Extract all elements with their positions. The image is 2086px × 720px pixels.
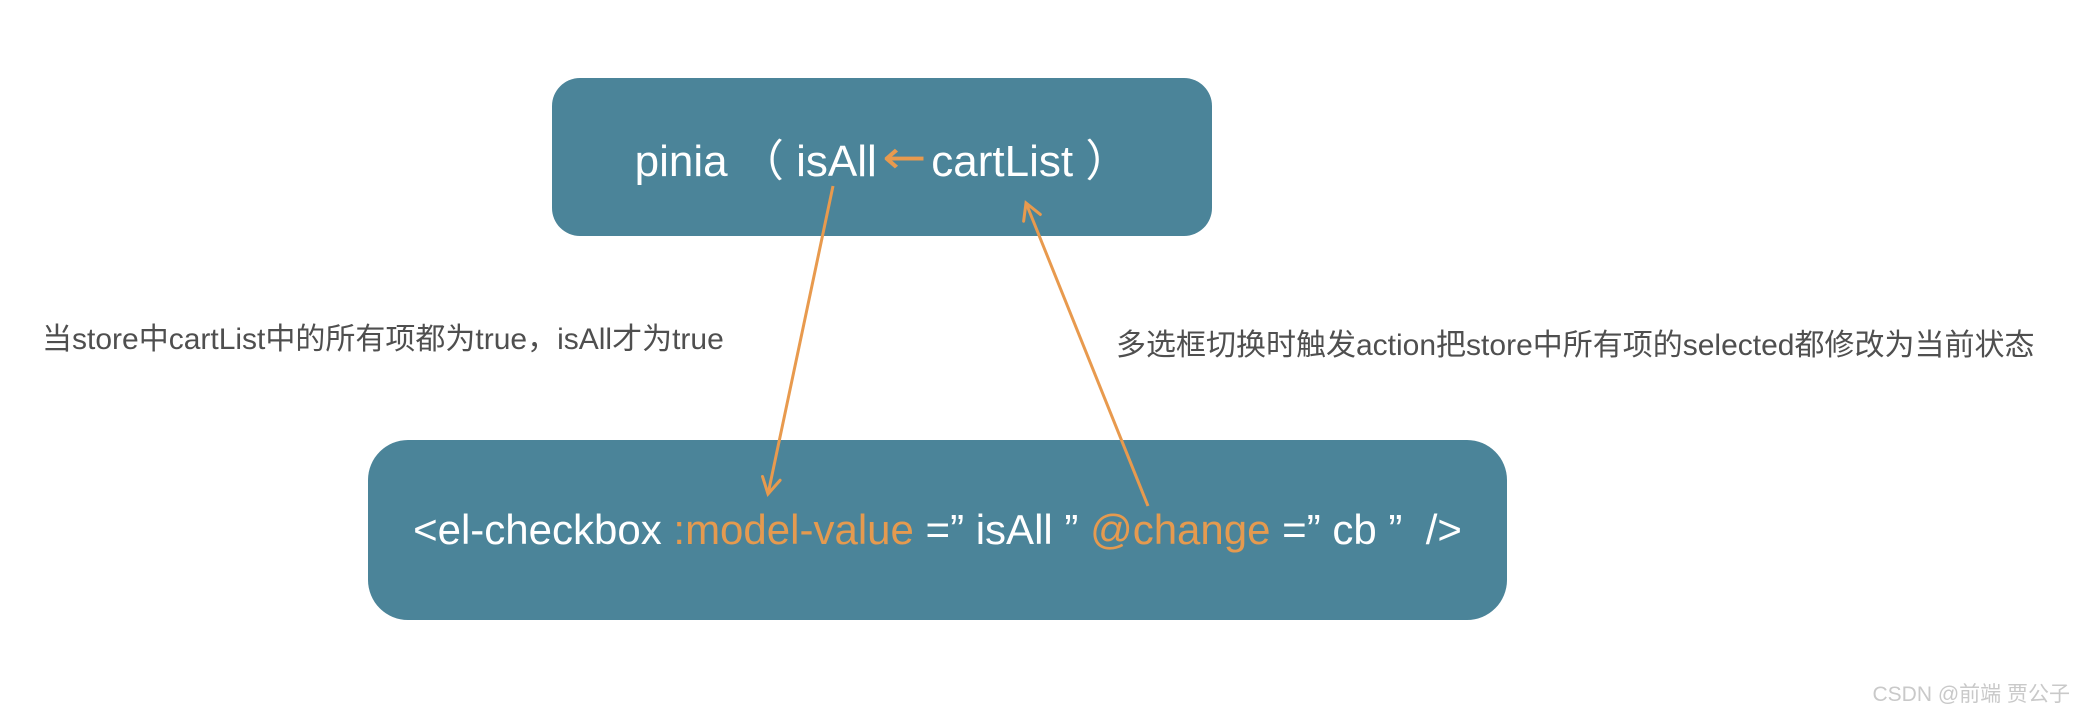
checkbox-code-box: <el-checkbox :model-value =” isAll ” @ch… [368, 440, 1507, 620]
note-isall-condition: 当store中cartList中的所有项都为true，isAll才为true [42, 322, 724, 358]
watermark: CSDN @前端 贾公子 [1872, 683, 2071, 706]
pinia-box-label-left: pinia （ isAll [634, 137, 877, 186]
left-arrow-icon: ← [881, 130, 927, 184]
code-tag-open: <el-checkbox [413, 506, 674, 553]
pinia-box-label-right: cartList ） [931, 137, 1130, 186]
note-isall-condition-text: 当store中cartList中的所有项都为true，isAll才为true [42, 323, 724, 356]
code-model-value-attr: :model-value [673, 506, 914, 553]
code-change-attr: @change [1090, 506, 1271, 553]
pinia-store-box: pinia （ isAll←cartList ） [552, 78, 1212, 236]
code-model-value-binding: =” isAll ” [913, 506, 1091, 553]
note-change-action-text: 多选框切换时触发action把store中所有项的selected都修改为当前状… [1116, 329, 2035, 362]
code-change-binding: =” cb ” /> [1270, 506, 1462, 553]
note-change-action: 多选框切换时触发action把store中所有项的selected都修改为当前状… [1116, 328, 2035, 364]
